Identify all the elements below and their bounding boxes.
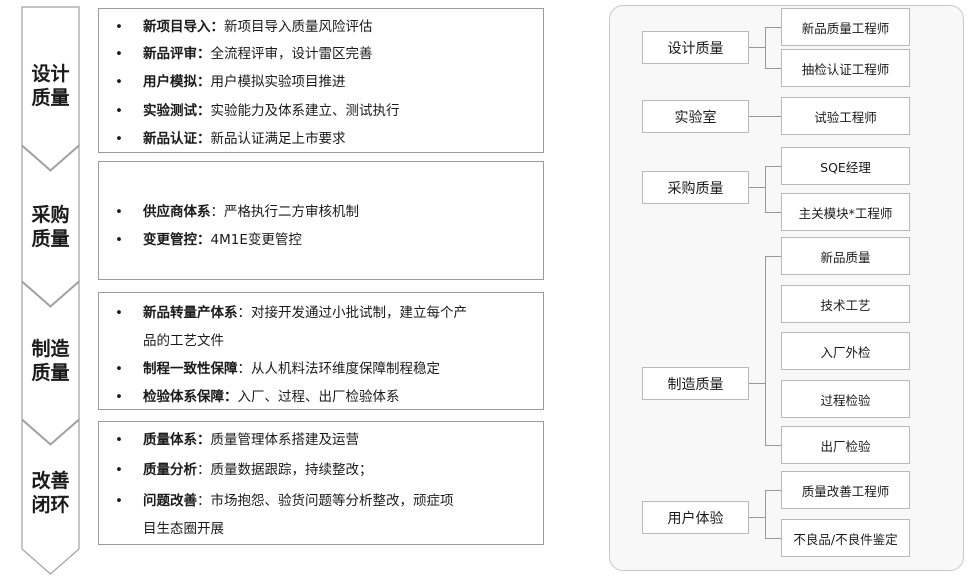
dept-purchase-quality: 采购质量 bbox=[642, 171, 749, 204]
connector bbox=[749, 187, 765, 188]
chevron-shape bbox=[21, 6, 80, 171]
connector bbox=[765, 538, 781, 539]
stage-label: 改善闭环 bbox=[31, 470, 70, 516]
connector bbox=[765, 166, 781, 167]
connector bbox=[765, 212, 781, 213]
stage-label: 制造质量 bbox=[31, 338, 70, 384]
design-quality-box: •新项目导入：新项目导入质量风险评估 •新品评审：全流程评审，设计雷区完善 •用… bbox=[98, 8, 544, 153]
role-node: 质量改善工程师 bbox=[781, 471, 910, 509]
bullet-continuation: 目生态圈开展 bbox=[143, 521, 224, 537]
connector bbox=[765, 256, 781, 257]
purchase-quality-box: •供应商体系：严格执行二方审核机制 •变更管控：4M1E变更管控 bbox=[98, 161, 544, 280]
connector bbox=[765, 27, 766, 68]
role-node: 不良品/不良件鉴定 bbox=[781, 519, 910, 557]
stage-label: 设计质量 bbox=[31, 63, 70, 109]
role-node: 抽检认证工程师 bbox=[781, 49, 910, 87]
role-node: 新品质量工程师 bbox=[781, 8, 910, 46]
improve-loop-box: •质量体系：质量管理体系搭建及运营 •质量分析：质量数据跟踪，持续整改； •问题… bbox=[98, 421, 544, 545]
manufacture-quality-box: •新品转量产体系：对接开发通过小批试制，建立每个产 品的工艺文件 •制程一致性保… bbox=[98, 292, 544, 410]
stage-purchase: 采购质量 bbox=[21, 144, 80, 308]
dept-manufacture-quality: 制造质量 bbox=[642, 367, 749, 400]
connector bbox=[765, 68, 781, 69]
connector bbox=[765, 490, 781, 491]
connector bbox=[765, 256, 766, 445]
connector bbox=[749, 47, 765, 48]
connector bbox=[749, 116, 781, 117]
role-node: 主关模块*工程师 bbox=[781, 193, 910, 231]
role-node: 试验工程师 bbox=[781, 97, 910, 135]
chevron-shape bbox=[21, 144, 80, 307]
role-node: SQE经理 bbox=[781, 147, 910, 185]
connector bbox=[765, 27, 781, 28]
role-node: 出厂检验 bbox=[781, 426, 910, 464]
connector bbox=[765, 490, 766, 538]
chevron-shape bbox=[21, 418, 80, 575]
role-node: 技术工艺 bbox=[781, 285, 910, 323]
connector bbox=[765, 166, 766, 212]
connector bbox=[765, 445, 781, 446]
role-node: 过程检验 bbox=[781, 380, 910, 418]
role-node: 新品质量 bbox=[781, 237, 910, 275]
dept-design-quality: 设计质量 bbox=[642, 31, 749, 64]
stage-manufacture: 制造质量 bbox=[21, 280, 80, 446]
dept-user-experience: 用户体验 bbox=[642, 501, 749, 534]
connector bbox=[749, 383, 765, 384]
stage-label: 采购质量 bbox=[31, 204, 70, 250]
stage-improve: 改善闭环 bbox=[21, 418, 80, 576]
dept-lab: 实验室 bbox=[642, 100, 749, 133]
stage-design: 设计质量 bbox=[21, 6, 80, 172]
connector bbox=[749, 517, 765, 518]
bullet-continuation: 品的工艺文件 bbox=[143, 333, 224, 349]
role-node: 入厂外检 bbox=[781, 332, 910, 370]
chevron-shape bbox=[21, 280, 80, 445]
